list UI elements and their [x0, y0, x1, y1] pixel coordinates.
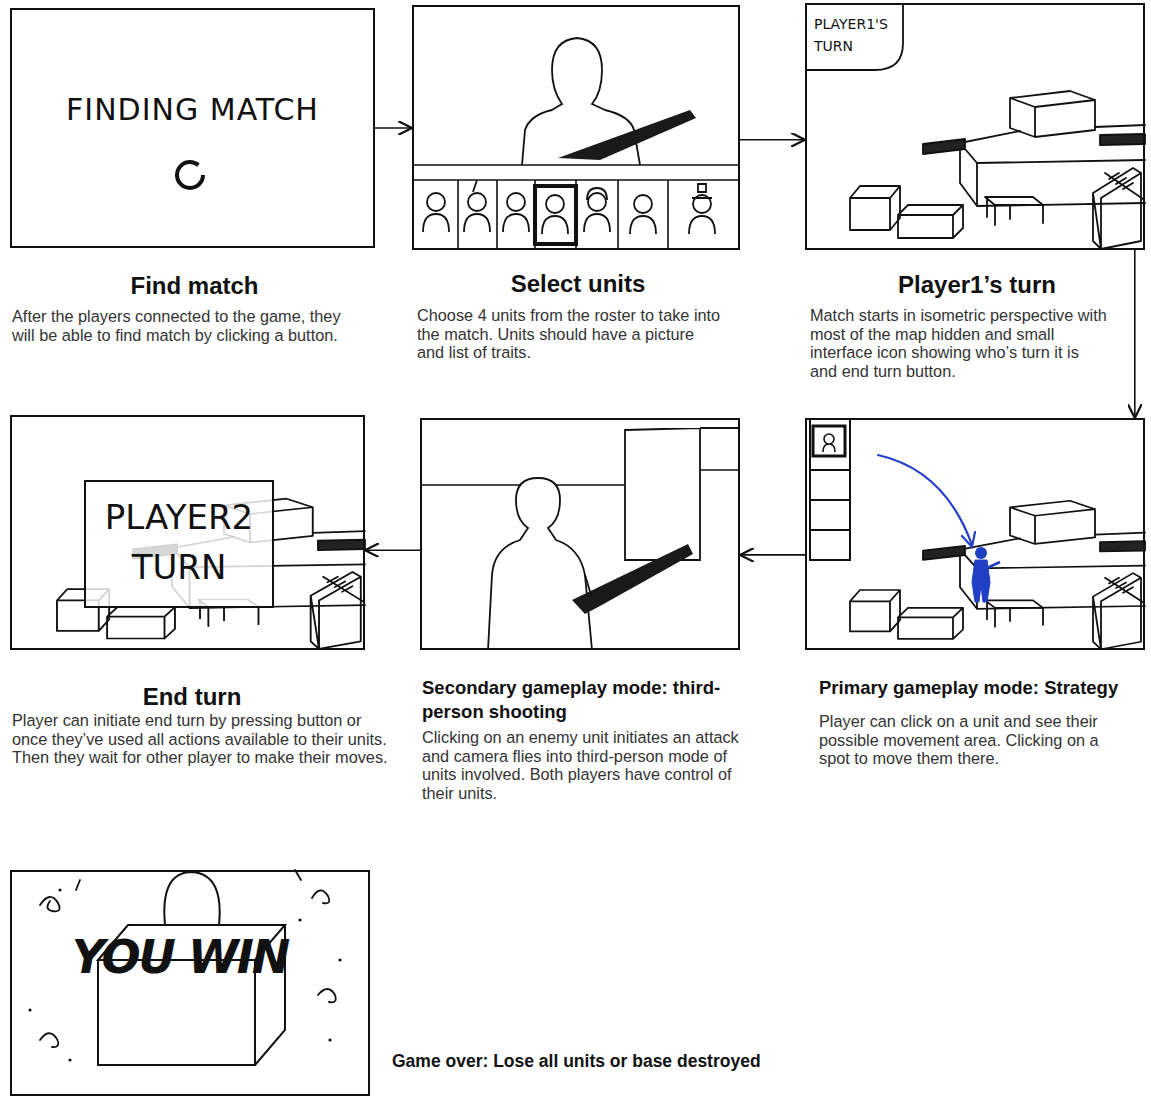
panel-heading: Find match: [2, 272, 387, 300]
trophy-ball: [164, 872, 219, 925]
loading-spinner: [177, 162, 203, 188]
storyboard-frame: Player1’s turnMatch starts in isometric …: [805, 3, 1145, 250]
screen-text: FINDING MATCH: [12, 92, 373, 128]
confetti-dots: [28, 888, 341, 1061]
panel-heading: Player1’s turn: [807, 271, 1147, 299]
horizon-line: [420, 470, 740, 485]
flow-arrow: [740, 554, 805, 556]
unit-portrait-column: [810, 420, 850, 560]
roster-unit: [423, 193, 449, 232]
confetti-dot: [328, 1038, 331, 1041]
selected-unit-box: [535, 186, 576, 244]
unit-arm: [987, 562, 1000, 568]
roster-unit: [630, 195, 656, 234]
confetti-dot: [338, 958, 341, 961]
turn-indicator-text: PLAYER1'S TURN: [814, 13, 902, 57]
confetti-dot: [68, 1058, 71, 1061]
unit-portrait: [813, 426, 845, 456]
confetti-dot: [298, 918, 301, 921]
flow-arrow: [365, 549, 420, 551]
flow-arrow: [375, 127, 412, 129]
confetti-dot: [58, 888, 61, 891]
confetti: [40, 870, 336, 1047]
panel-description: Choose 4 units from the roster to take i…: [417, 306, 725, 362]
roster-unit: [464, 193, 490, 232]
panel-heading: Select units: [404, 270, 752, 298]
roster-unit: [689, 195, 715, 234]
move-arrow: [878, 455, 975, 547]
storyboard-frame: End turnPlayer can initiate end turn by …: [10, 415, 365, 650]
portrait-figure: [823, 434, 835, 452]
panel-description: Match starts in isometric perspective wi…: [810, 306, 1109, 380]
panel-description: Player can click on a unit and see their…: [819, 712, 1114, 768]
turn-banner-text: PLAYER2 TURN: [86, 492, 272, 592]
turn-banner: PLAYER2 TURN: [84, 480, 274, 608]
storyboard-frame: Select unitsChoose 4 units from the rost…: [412, 5, 740, 250]
panel-heading: Primary gameplay mode: Strategy: [819, 676, 1151, 700]
storyboard-frame: FINDING MATCHFind matchAfter the players…: [10, 8, 375, 248]
unit-back-view: [488, 478, 592, 650]
roster-unit: [542, 195, 568, 234]
speech-bubble: PLAYER1'S TURN: [807, 5, 907, 73]
panel-description: Clicking on an enemy unit initiates an a…: [422, 728, 752, 802]
panel-heading: Secondary gameplay mode: third-person sh…: [422, 676, 752, 724]
panel-heading: Game over: Lose all units or base destro…: [392, 1050, 852, 1072]
flow-arrow: [1134, 250, 1136, 418]
roster-unit: [503, 193, 529, 232]
unit-arm: [585, 575, 592, 598]
panel-description: After the players connected to the game,…: [12, 307, 357, 344]
selected-unit: [972, 560, 990, 602]
victory-text: YOU WIN: [40, 930, 320, 984]
panel-heading: End turn: [12, 683, 372, 711]
panel-description: Player can initiate end turn by pressing…: [12, 711, 392, 767]
storyboard-frame: Secondary gameplay mode: third-person sh…: [420, 418, 740, 650]
speech-bubble-stroke: [807, 5, 903, 70]
roster-strip: [412, 165, 740, 250]
storyboard-frame: YOU WINGame over: Lose all units or base…: [10, 870, 370, 1096]
isometric-map: [850, 91, 1145, 249]
cover-wall: [625, 428, 740, 560]
unit-weapon: [558, 110, 696, 160]
confetti-dot: [28, 1008, 31, 1011]
unit-weapon: [572, 544, 693, 614]
flow-arrow: [740, 139, 805, 141]
unit-headgear: [473, 180, 712, 200]
selected-unit: [975, 547, 987, 559]
isometric-map: [850, 501, 1145, 650]
storyboard-frame: Primary gameplay mode: StrategyPlayer ca…: [805, 418, 1145, 650]
